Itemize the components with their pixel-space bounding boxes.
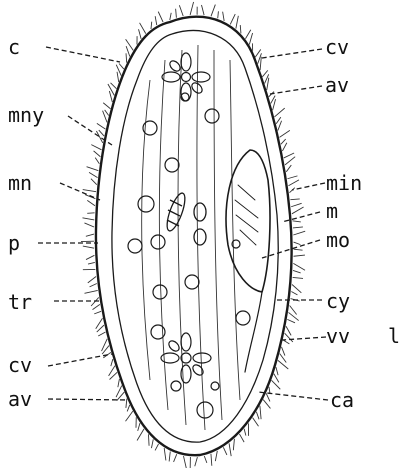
label-cy: cy	[326, 289, 350, 313]
label-av-bottom: av	[8, 387, 32, 411]
contractile-vacuole-top	[162, 53, 210, 101]
label-av-top: av	[325, 73, 349, 97]
label-p: p	[8, 231, 20, 255]
macronucleus	[164, 191, 189, 233]
label-ca: ca	[330, 388, 354, 412]
label-tr: tr	[8, 290, 32, 314]
label-cv-bottom: cv	[8, 353, 32, 377]
label-vv: vv	[326, 324, 350, 348]
micronuclei	[194, 203, 206, 245]
label-mn: mn	[8, 171, 32, 195]
gullet-hatching	[235, 185, 258, 245]
label-m: m	[326, 199, 338, 223]
label-l: l	[388, 324, 400, 348]
label-mo: mo	[326, 228, 350, 252]
labels-right: cv av min m mo cy vv l ca	[325, 35, 400, 412]
vestibule-line	[245, 292, 262, 372]
label-cv-top: cv	[325, 35, 349, 59]
label-mny: mny	[8, 103, 44, 127]
labels-left: c mny mn p tr cv av	[8, 35, 44, 411]
label-c: c	[8, 35, 20, 59]
label-min: min	[326, 171, 362, 195]
cilia-fringe	[81, 2, 305, 468]
contractile-vacuole-bottom	[161, 333, 211, 383]
